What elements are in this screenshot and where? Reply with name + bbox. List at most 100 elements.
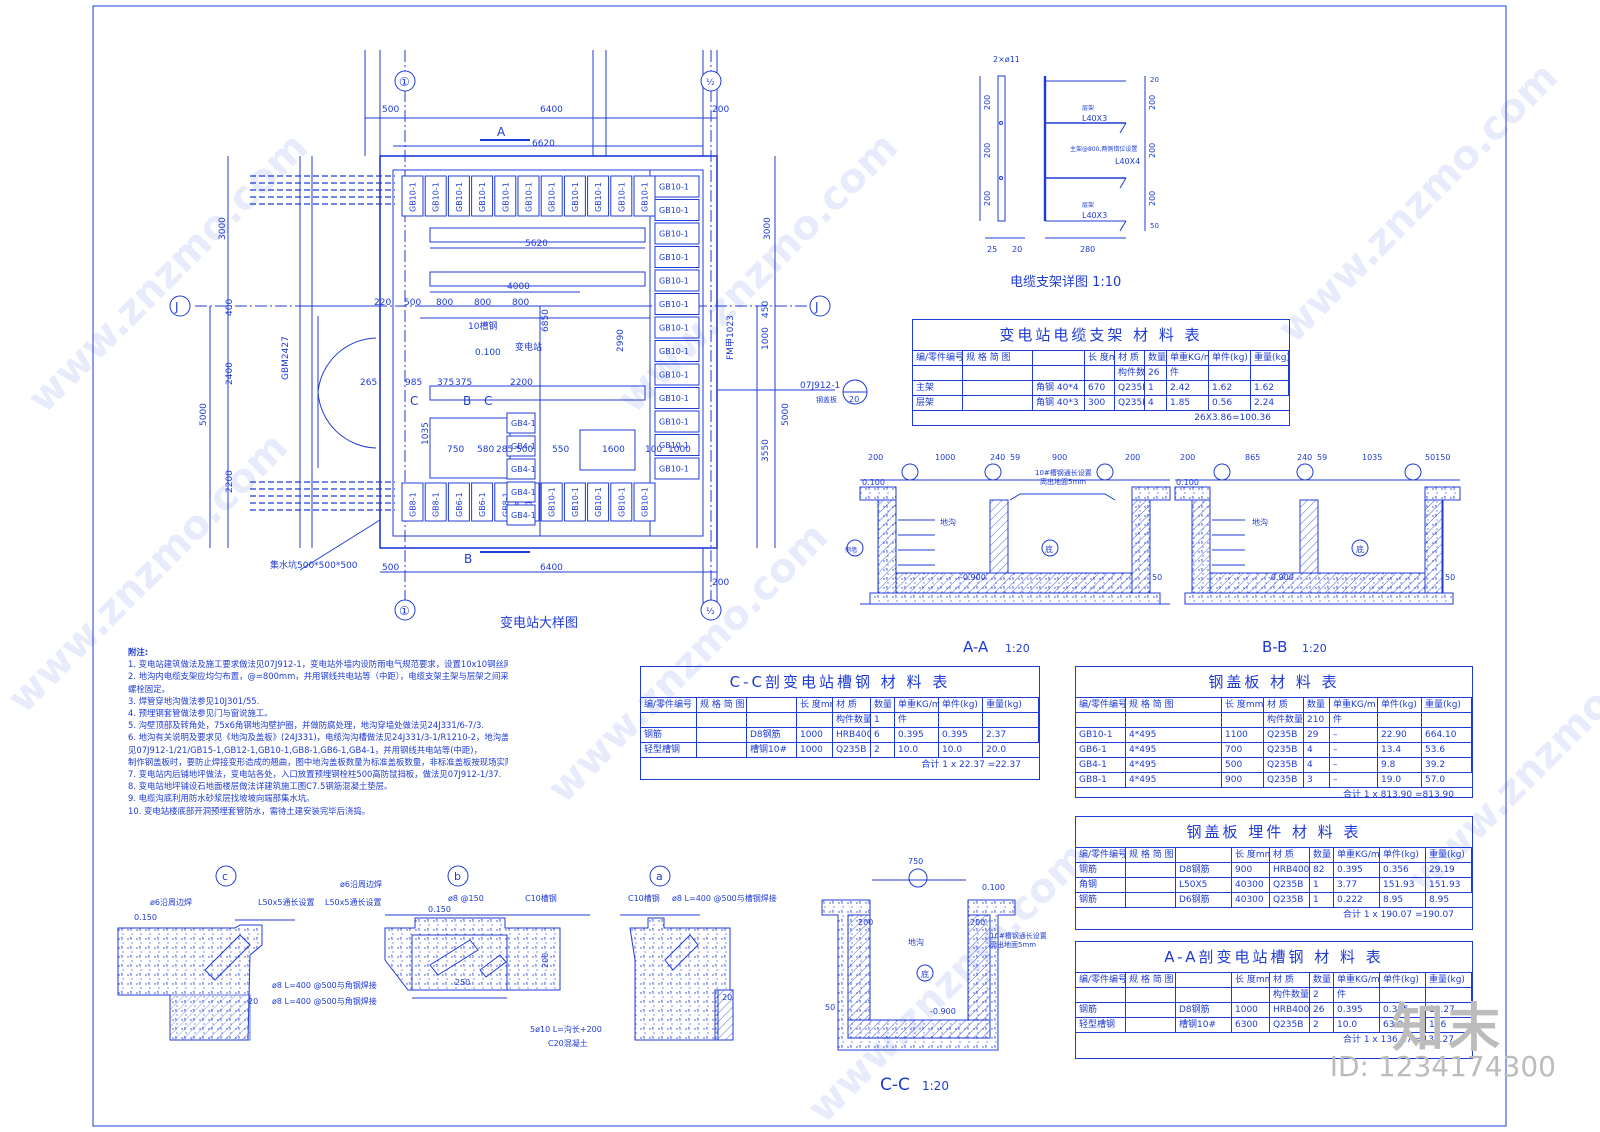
cover-plate (447, 175, 470, 217)
table-header-cell: 重量(kg) (1426, 848, 1472, 863)
table-cell: 2.37 (983, 728, 1039, 743)
table-sub-cell: 构件数量 (833, 713, 871, 728)
table-cell: 轻型槽钢 (1076, 1018, 1126, 1033)
cover-plate-label: GB8-1 (432, 492, 441, 517)
table-cell: 轻型槽钢 (641, 743, 697, 758)
bracket-title: 电缆支架详图 1:10 (1010, 274, 1121, 290)
table-sub-cell (641, 713, 697, 728)
notes-lines: 1. 变电站建筑做法及施工要求做法见07J912-1，变电站外墙内设防雨电气规范… (128, 658, 508, 817)
table-sub-cell: 构件数量 (1115, 366, 1145, 381)
cover-plate (654, 363, 700, 386)
table-cell (1126, 893, 1176, 908)
table-header-cell: 单件(kg) (1378, 698, 1422, 713)
table-cell: 角钢 (1076, 878, 1126, 893)
table-sub-cell: 件 (1330, 713, 1378, 728)
joint-details (117, 865, 734, 1041)
table-cell: 0.222 (1334, 893, 1380, 908)
note-line: 9. 电缆沟底利用防水砂浆层找坡坡向端部集水坑。 (128, 793, 315, 804)
table-cell: HRB400 (1270, 1003, 1310, 1018)
dim-750: 750 (447, 445, 464, 455)
section-label-b-mid: B (463, 394, 471, 408)
sump-label: 集水坑500*500*500 (270, 559, 358, 571)
table-cell (1126, 878, 1176, 893)
table-cell: Q235B (1264, 743, 1304, 758)
ref-sub-label: 钢盖板 (816, 395, 837, 404)
table-cell: 300 (1085, 396, 1115, 411)
cover-plate (471, 482, 494, 522)
dim-2200: 2200 (510, 378, 533, 388)
sec-aa-note: 10#槽钢通长设置 (1035, 468, 1092, 477)
table-header-cell: 编/零件编号 (1076, 698, 1126, 713)
table-cell: 29 (1304, 728, 1330, 743)
bracket-l1-note: 层架 (1082, 104, 1094, 112)
cover-plate (517, 175, 540, 217)
table-cell: 1100 (1222, 728, 1264, 743)
table-sub-cell (1222, 713, 1264, 728)
cover-plate (654, 410, 700, 433)
axis-label-left: J (174, 300, 179, 314)
table-cell: 4 (1145, 396, 1167, 411)
sec-bb-lvl-top: 0.100 (1176, 478, 1199, 487)
table-cell: 钢筋 (641, 728, 697, 743)
level-label: 0.100 (475, 348, 501, 358)
table-header-cell: 材 质 (1270, 848, 1310, 863)
cover-plate (654, 199, 700, 221)
dim-265: 265 (360, 378, 377, 388)
table-sub-cell (747, 713, 797, 728)
cover-plate (424, 482, 447, 522)
table-cell: GB4-1 (1076, 758, 1126, 773)
table-cell: 4*495 (1126, 728, 1222, 743)
table-sub-cell (1033, 366, 1085, 381)
detail-b-angle: L50x5通长设置 (325, 897, 381, 907)
table-cell: 8.95 (1426, 893, 1472, 908)
sec-bb-d50: 50 (1445, 573, 1455, 582)
detail-b-rebar: ø6沿周边焊 (340, 879, 382, 889)
ref-label: 07J912-1 (800, 381, 840, 391)
detail-a-channel: C10槽钢 (628, 893, 660, 903)
bracket-l2: L40X4 (1115, 157, 1140, 166)
table-sub-cell: 构件数量 (1270, 988, 1310, 1003)
table-cell: 钢筋 (1076, 1003, 1126, 1018)
table-cc-title: C-C剖变电站槽钢 材 料 表 (641, 667, 1039, 698)
dim-800c: 800 (512, 298, 529, 308)
dim-v-1000: 1000 (761, 327, 771, 350)
table-header-cell: 材 质 (1270, 973, 1310, 988)
cover-plate (471, 175, 494, 217)
cover-plate (654, 222, 700, 245)
table-cell: 10.0 (895, 743, 939, 758)
section-label-c-left: C (410, 394, 418, 408)
dim-1000: 1000 (668, 445, 691, 455)
cover-plate-label: GB4-1 (511, 465, 536, 474)
cover-plate-label: GB4-1 (511, 511, 536, 520)
table-header-cell: 单重KG/m (1334, 848, 1380, 863)
table-sub-cell (797, 713, 833, 728)
cover-plate-label: GB10-1 (659, 183, 689, 192)
dim-v-3550: 3550 (761, 439, 771, 462)
dim-v-3000-right: 3000 (763, 217, 773, 240)
table-cell (697, 743, 747, 758)
table-cell: 槽钢10# (747, 743, 797, 758)
cover-plate-label: GB4-1 (511, 488, 536, 497)
sec-bb-d865: 865 (1245, 453, 1260, 462)
table-cell (697, 728, 747, 743)
dim-v-6850: 6850 (541, 309, 551, 332)
cover-plate-label: GB6-1 (478, 492, 487, 517)
table-sub-cell (1076, 713, 1126, 728)
table-cell: D8钢筋 (747, 728, 797, 743)
cover-plate (424, 175, 447, 217)
sec-cc-note: 10#槽钢通长设置 (990, 931, 1047, 940)
section-bb-labels: B-B 1:20 200 865 240 59 1035 50150 0.100… (1176, 453, 1455, 656)
table-cell: 钢筋 (1076, 863, 1126, 878)
table-cell: 0.56 (1209, 396, 1251, 411)
table-cell: 1 (1310, 893, 1334, 908)
table-cell: 0.395 (939, 728, 983, 743)
door-right-label: FM甲1023 (725, 315, 736, 360)
bracket-d200b-right: 200 (1148, 143, 1157, 158)
table-header-cell: 数量 (871, 698, 895, 713)
sec-cc-d750: 750 (908, 857, 923, 866)
